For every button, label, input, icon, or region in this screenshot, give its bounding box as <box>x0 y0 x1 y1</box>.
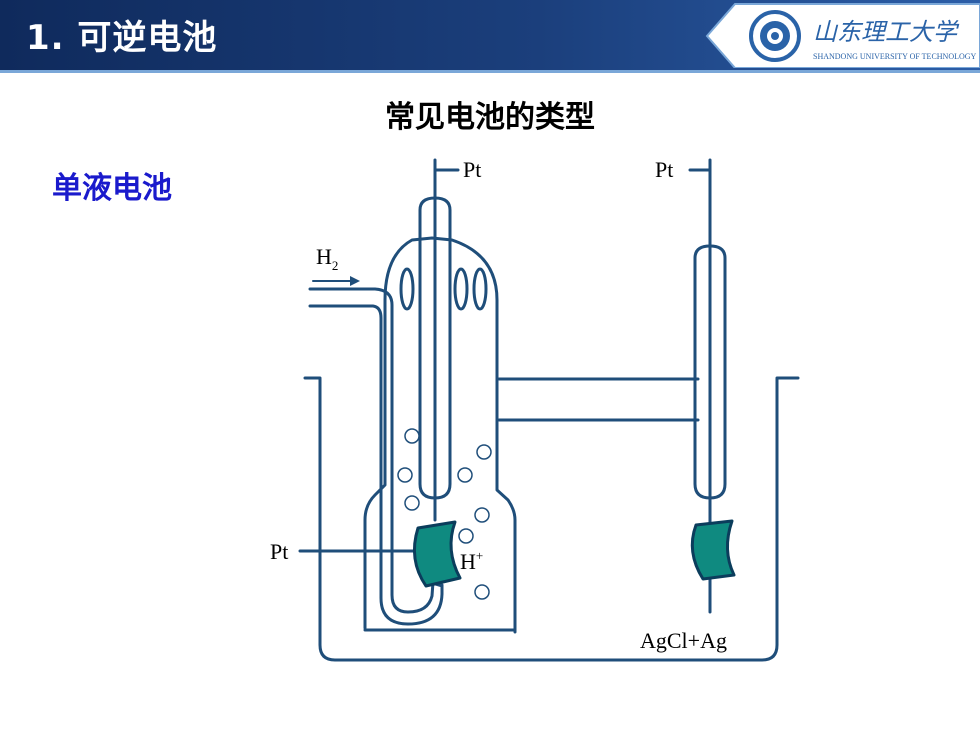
agcl-ag-label: AgCl+Ag <box>640 628 727 653</box>
slide-title: 常见电池的类型 <box>385 100 595 135</box>
header-divider <box>0 70 980 73</box>
pt-electrode-plate <box>412 520 462 588</box>
university-emblem-icon <box>749 10 801 62</box>
pt-label-left-top: Pt <box>463 157 481 182</box>
h-ion-label: H+ <box>460 548 483 574</box>
beaker <box>303 376 800 662</box>
pt-label-left: Pt <box>270 539 288 564</box>
agcl-electrode-plate <box>690 519 736 581</box>
university-logo: 山东理工大学 SHANDONG UNIVERSITY OF TECHNOLOGY <box>705 2 980 68</box>
gas-bubbles <box>397 428 492 600</box>
header-bar: 1. 可逆电池 山东理工大学 SHANDONG UNIVERSITY OF TE… <box>0 0 980 70</box>
cell-type-label: 单液电池 <box>52 171 172 206</box>
pt-label-right-top: Pt <box>655 157 673 182</box>
hydrogen-electrode-vessel <box>363 236 517 634</box>
logo-script-name: 山东理工大学 <box>813 18 960 46</box>
left-pt-tube <box>418 196 452 500</box>
right-pt-tube <box>693 244 727 500</box>
page-title: 1. 可逆电池 <box>26 18 218 58</box>
h2-inlet-tube <box>308 287 435 614</box>
logo-subtitle: SHANDONG UNIVERSITY OF TECHNOLOGY <box>813 52 977 61</box>
h2-label: H2 <box>316 244 338 273</box>
